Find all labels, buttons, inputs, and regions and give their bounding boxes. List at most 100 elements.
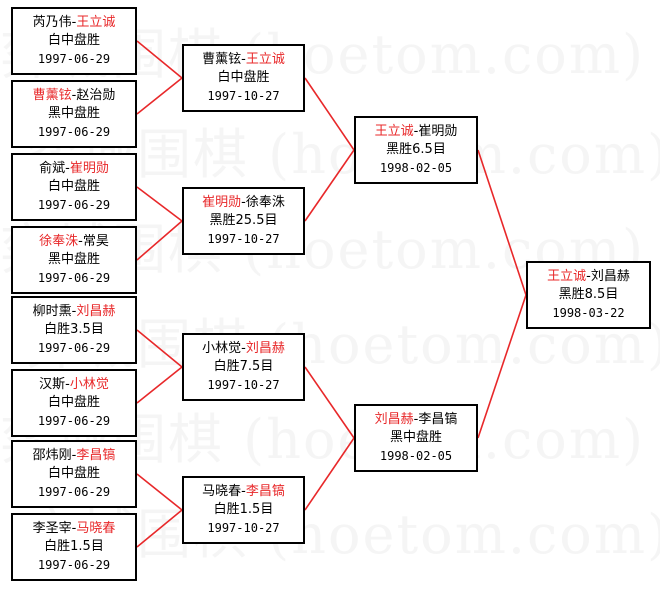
player-black: 俞斌 <box>39 161 66 176</box>
player-separator: - <box>413 412 419 427</box>
match-result: 黑胜8.5目 <box>558 287 619 302</box>
player-separator: - <box>65 161 70 176</box>
bracket-connector <box>304 77 355 151</box>
player-black: 崔明勋 <box>202 195 242 210</box>
player-white: 李昌镐 <box>418 412 458 427</box>
player-separator: - <box>413 124 419 139</box>
match-date: 1997-06-29 <box>37 485 111 499</box>
player-white: 崔明勋 <box>418 124 458 139</box>
match-date: 1997-10-27 <box>207 378 280 392</box>
match-result: 黑中盘胜 <box>389 430 442 445</box>
match-result: 白中盘胜 <box>47 466 100 481</box>
bracket-connector <box>136 77 183 115</box>
player-black: 马晓春 <box>202 484 242 499</box>
player-separator: - <box>71 448 77 463</box>
match-date: 1998-02-05 <box>379 449 453 463</box>
player-black: 邵炜刚 <box>32 448 72 463</box>
match-result: 白胜1.5目 <box>44 539 104 554</box>
player-white: 崔明勋 <box>69 161 109 176</box>
match-result: 白胜7.5目 <box>213 359 274 374</box>
match-players: 王立诚-崔明勋 <box>356 123 476 141</box>
match-date: 1998-03-22 <box>552 306 625 320</box>
match-date: 1997-06-29 <box>37 271 111 285</box>
match-date: 1997-06-29 <box>37 414 111 428</box>
bracket-connector <box>304 437 355 511</box>
player-white: 刘昌赫 <box>590 269 630 284</box>
match-players: 曹薰铉-王立诚 <box>184 51 303 69</box>
bracket-connector <box>136 186 183 222</box>
player-black: 刘昌赫 <box>374 412 414 427</box>
bracket-connector <box>477 294 527 439</box>
bracket-connector <box>304 149 355 222</box>
player-black: 柳时熏 <box>32 304 72 319</box>
player-separator: - <box>65 377 70 392</box>
match-result: 白胜3.5目 <box>44 322 104 337</box>
match-players: 王立诚-刘昌赫 <box>528 268 649 286</box>
match-date: 1997-06-29 <box>37 558 111 572</box>
player-black: 徐奉洙 <box>39 234 79 249</box>
bracket-connector <box>136 220 183 261</box>
match-result: 白胜1.5目 <box>213 502 274 517</box>
player-separator: - <box>241 341 246 356</box>
bracket-connector <box>304 366 355 439</box>
match-box-r4m1: 王立诚-刘昌赫黑胜8.5目 1998-03-22 <box>526 261 651 329</box>
match-result: 白中盘胜 <box>47 33 100 48</box>
player-separator: - <box>241 195 246 210</box>
player-black: 芮乃伟 <box>32 15 72 30</box>
match-result: 黑胜25.5目 <box>209 213 278 228</box>
player-white: 徐奉洙 <box>245 195 285 210</box>
match-players: 邵炜刚-李昌镐 <box>13 447 135 465</box>
match-players: 徐奉洙-常昊 <box>13 233 135 251</box>
player-separator: - <box>71 304 77 319</box>
player-white: 刘昌赫 <box>245 341 285 356</box>
match-players: 崔明勋-徐奉洙 <box>184 194 303 212</box>
match-box-r1m4: 徐奉洙-常昊黑中盘胜 1997-06-29 <box>11 226 137 294</box>
match-result: 黑中盘胜 <box>47 106 100 121</box>
match-date: 1997-10-27 <box>207 89 280 103</box>
match-result: 黑胜6.5目 <box>386 142 446 157</box>
bracket-connector <box>136 509 183 548</box>
player-separator: - <box>78 234 83 249</box>
player-separator: - <box>71 521 77 536</box>
player-white: 刘昌赫 <box>76 304 116 319</box>
player-white: 小林觉 <box>69 377 109 392</box>
match-players: 芮乃伟-王立诚 <box>13 14 135 32</box>
match-players: 俞斌-崔明勋 <box>13 160 135 178</box>
match-date: 1997-06-29 <box>37 52 111 66</box>
match-result: 白中盘胜 <box>217 70 270 85</box>
match-result: 黑中盘胜 <box>47 252 100 267</box>
player-separator: - <box>586 269 591 284</box>
player-black: 曹薰铉 <box>202 52 242 67</box>
player-white: 王立诚 <box>245 52 285 67</box>
match-players: 马晓春-李昌镐 <box>184 483 303 501</box>
bracket-connector <box>136 40 183 79</box>
match-result: 白中盘胜 <box>47 395 100 410</box>
match-date: 1997-06-29 <box>37 125 111 139</box>
player-black: 小林觉 <box>202 341 242 356</box>
match-players: 李圣宰-马晓春 <box>13 520 135 538</box>
match-date: 1997-06-29 <box>37 341 111 355</box>
bracket-connector <box>136 329 183 368</box>
match-players: 柳时熏-刘昌赫 <box>13 303 135 321</box>
player-separator: - <box>71 15 77 30</box>
player-separator: - <box>241 52 246 67</box>
match-players: 小林觉-刘昌赫 <box>184 340 303 358</box>
match-players: 汉斯-小林觉 <box>13 376 135 394</box>
player-white: 李昌镐 <box>245 484 285 499</box>
player-black: 曹薰铉 <box>32 88 72 103</box>
player-black: 汉斯 <box>39 377 66 392</box>
player-black: 李圣宰 <box>32 521 72 536</box>
match-box-r3m2: 刘昌赫-李昌镐黑中盘胜 1998-02-05 <box>354 404 478 472</box>
match-result: 白中盘胜 <box>47 179 100 194</box>
player-white: 李昌镐 <box>76 448 116 463</box>
